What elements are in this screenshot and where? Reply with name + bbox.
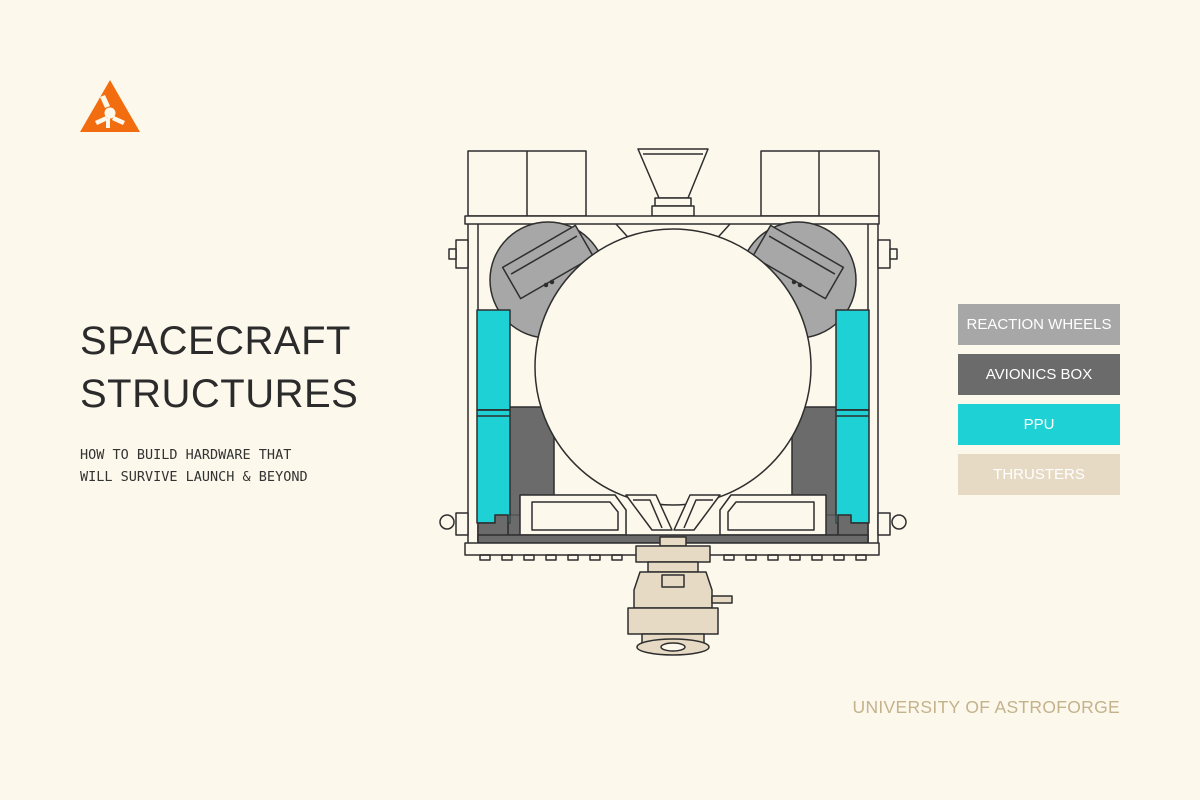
legend-label: PPU	[1023, 416, 1055, 433]
legend-item-avionics-box: AVIONICS BOX	[958, 354, 1120, 395]
subtitle-line-1: HOW TO BUILD HARDWARE THAT	[80, 447, 292, 463]
title-line-2: STRUCTURES	[80, 372, 359, 416]
legend: REACTION WHEELS AVIONICS BOX PPU THRUSTE…	[958, 304, 1120, 504]
astroforge-logo-icon	[80, 80, 140, 132]
legend-label: THRUSTERS	[993, 466, 1085, 483]
legend-label: REACTION WHEELS	[966, 316, 1112, 333]
page-title: SPACECRAFT STRUCTURES	[80, 315, 358, 421]
subtitle-line-2: WILL SURVIVE LAUNCH & BEYOND	[80, 469, 308, 485]
footer-brand: UNIVERSITY OF ASTROFORGE	[852, 697, 1120, 717]
legend-label: AVIONICS BOX	[985, 366, 1093, 383]
propellant-tank	[534, 228, 812, 506]
title-line-1: SPACECRAFT	[80, 319, 351, 363]
legend-item-reaction-wheels: REACTION WHEELS	[958, 304, 1120, 345]
top-plate	[464, 215, 880, 225]
top-nozzle	[637, 148, 709, 217]
top-box-left	[467, 150, 587, 217]
legend-item-thrusters: THRUSTERS	[958, 454, 1120, 495]
ppu-right	[835, 309, 870, 524]
subtitle: HOW TO BUILD HARDWARE THAT WILL SURVIVE …	[80, 444, 308, 488]
ppu-left	[476, 309, 511, 524]
legend-item-ppu: PPU	[958, 404, 1120, 445]
thruster	[627, 536, 733, 656]
top-box-right	[760, 150, 880, 217]
